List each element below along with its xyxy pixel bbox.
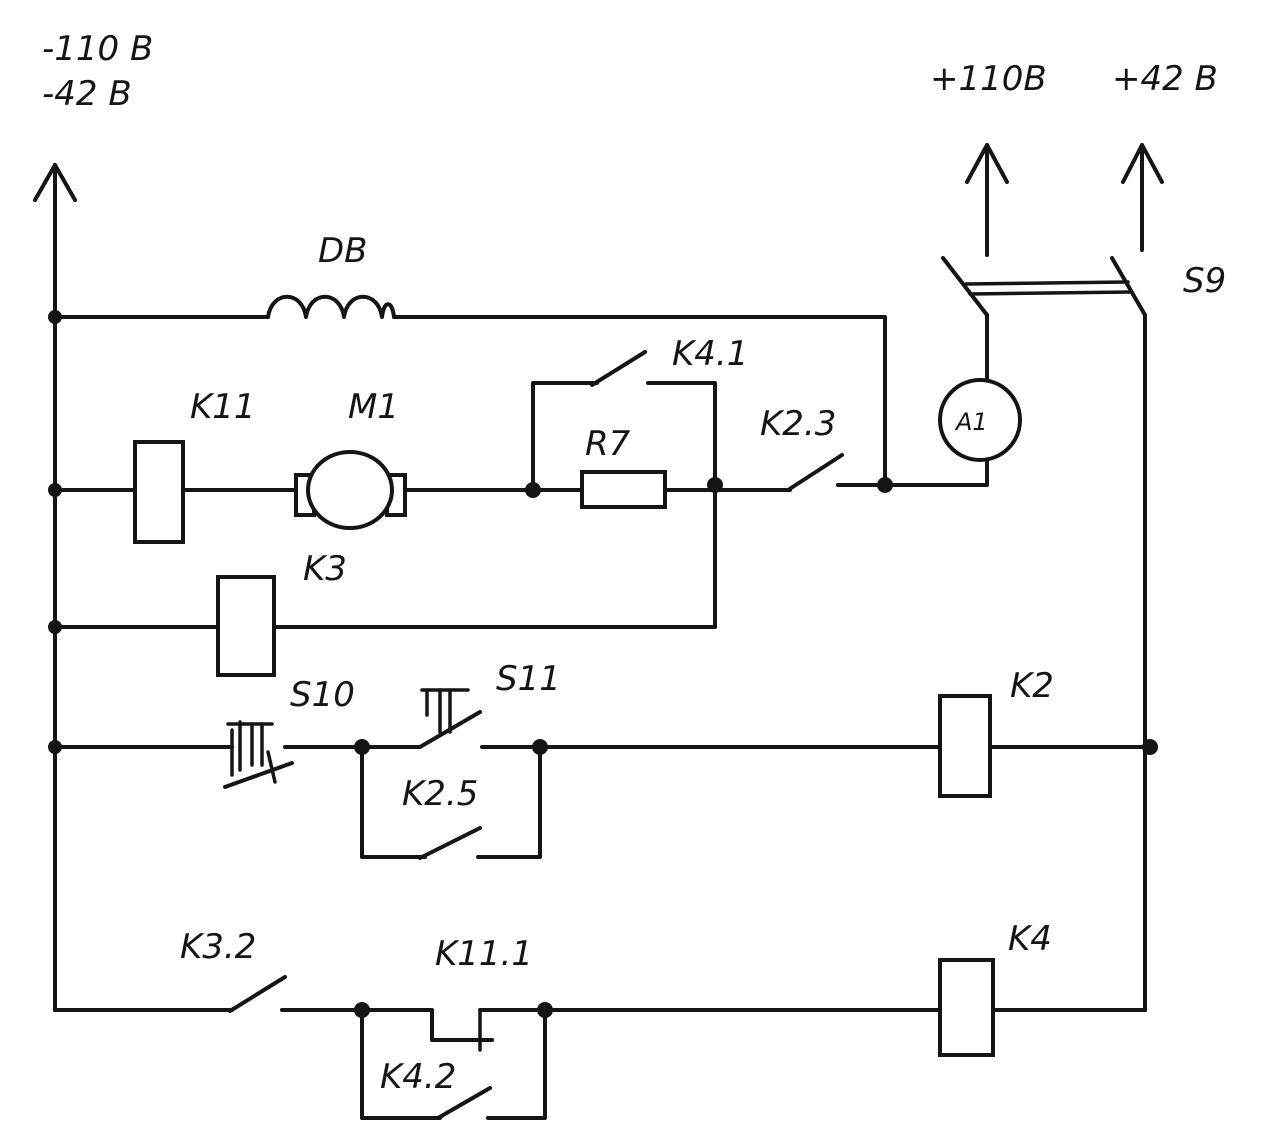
rung-k2 — [53, 688, 1152, 860]
switch-s9 — [941, 256, 1147, 1012]
resistor-r7 — [580, 470, 667, 509]
switch-s9-label: S9 — [1183, 261, 1226, 301]
rung-k3 — [53, 575, 717, 677]
rung-k4 — [53, 958, 1147, 1120]
contact-k11-1-label: K11.1 — [435, 934, 533, 974]
negative-bus — [33, 163, 77, 1012]
positive-rail-110v-arrow — [965, 143, 1009, 257]
contact-k4-1-label: K4.1 — [672, 334, 748, 374]
negative-supply-110v-label: -110 В — [42, 29, 153, 69]
negative-supply-42v-label: -42 В — [42, 74, 132, 114]
relay-k11-coil — [133, 440, 185, 544]
relay-k2-coil — [938, 694, 992, 798]
contact-k3-2-label: K3.2 — [180, 927, 256, 967]
motor-m1-label: M1 — [348, 387, 399, 427]
positive-supply-110v-label: +110В — [930, 59, 1047, 99]
ammeter-a1 — [883, 378, 1022, 487]
relay-k11-label: K11 — [190, 387, 256, 427]
relay-k3-coil — [216, 575, 276, 677]
relay-k3-label: K3 — [303, 549, 347, 589]
rung-motor — [53, 350, 887, 629]
contact-k2-3-label: K2.3 — [760, 404, 836, 444]
contact-k4-2-label: K4.2 — [380, 1057, 456, 1097]
ammeter-a1-label: A1 — [954, 408, 988, 436]
positive-rail-42v-arrow — [1121, 143, 1164, 252]
resistor-r7-label: R7 — [585, 424, 631, 464]
field-winding-db — [53, 294, 887, 487]
junction-dots — [48, 310, 1158, 1018]
field-winding-db-label: DB — [318, 231, 368, 271]
positive-supply-42v-label: +42 В — [1112, 59, 1218, 99]
button-s10-label: S10 — [290, 675, 355, 715]
button-s11-label: S11 — [496, 659, 561, 699]
motor-m1 — [306, 450, 394, 530]
contact-k2-5-label: K2.5 — [402, 774, 478, 814]
relay-k4-coil — [938, 958, 995, 1057]
relay-k2-label: K2 — [1010, 666, 1054, 706]
relay-k4-label: K4 — [1008, 919, 1052, 959]
